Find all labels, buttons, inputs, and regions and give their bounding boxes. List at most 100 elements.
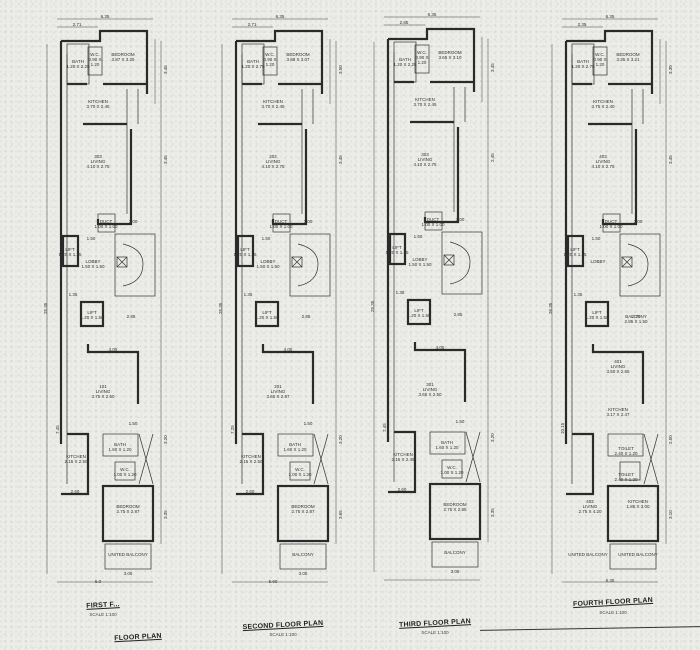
dim-v6: 3.35 <box>490 508 495 517</box>
dim-v4: 3.20 <box>490 433 495 442</box>
floor-plan-drawing <box>373 16 489 581</box>
dim-d10: 5.60 <box>268 579 278 584</box>
dim-d2: 1.50 <box>86 236 96 241</box>
dim-d4: 2.75 <box>631 314 641 319</box>
dim-v1: 3.45 <box>163 65 168 74</box>
dim-d9: 3.05 <box>298 571 308 576</box>
dim-d2: 1.50 <box>261 236 271 241</box>
dim-overall-height: 25.35 <box>370 300 375 312</box>
dim-d6: 1.50 <box>455 419 465 424</box>
plan-scale: SCALE 1:100 <box>89 612 117 617</box>
floor-plan-drawing <box>551 18 667 583</box>
dim-d1: 3.00 <box>633 219 643 224</box>
dim-v2: 3.45 <box>338 155 343 164</box>
dim-d7: 2.60 <box>245 489 255 494</box>
dim-d3: 1.35 <box>243 292 253 297</box>
dim-d4: 2.85 <box>126 314 136 319</box>
dim-sub-width: 2.71 <box>247 22 257 27</box>
dim-d3: 1.35 <box>395 290 405 295</box>
dim-sub-width: 2.71 <box>72 22 82 27</box>
dim-d7: 2.60 <box>397 487 407 492</box>
room-balcony: UNITED BALCONY <box>108 552 148 557</box>
room-wc-bottom: W.C.1.00 X 1.20 <box>440 465 464 475</box>
dim-d4: 2.85 <box>453 312 463 317</box>
dim-d5: 4.05 <box>283 347 293 352</box>
room-wc-bottom: W.C.1.00 X 1.20 <box>288 467 312 477</box>
dim-v4: 3.20 <box>163 435 168 444</box>
floor-plan-drawing <box>221 18 337 583</box>
dim-d1: 3.00 <box>455 217 465 222</box>
dim-d1: 3.00 <box>128 219 138 224</box>
dim-d9: 3.05 <box>450 569 460 574</box>
dim-d2: 1.50 <box>413 234 423 239</box>
dim-v3: 10.15 <box>560 422 565 434</box>
dim-v2: 2.45 <box>490 153 495 162</box>
plan-scale: SCALE 1:100 <box>269 632 297 637</box>
dim-bottom-width: 6.35 <box>605 578 615 583</box>
dim-d3: 1.35 <box>68 292 78 297</box>
plan-scale: SCALE 1:100 <box>421 630 449 635</box>
dim-d5: 4.05 <box>108 347 118 352</box>
dim-d2: 1.50 <box>591 236 601 241</box>
dim-top-width: 6.35 <box>427 12 437 17</box>
dim-v1: 3.50 <box>338 65 343 74</box>
dim-v4: 3.20 <box>338 435 343 444</box>
room-lobby: LOBBY <box>590 259 606 264</box>
dim-overall-height: 25.35 <box>218 302 223 314</box>
room-balcony: BALCONY <box>292 552 314 557</box>
room-balcony-right: UNITED BALCONY <box>618 552 658 557</box>
room-wc-bottom: W.C.1.00 X 1.20 <box>113 467 137 477</box>
dim-d4: 2.85 <box>301 314 311 319</box>
dim-overall-height: 26.35 <box>548 302 553 314</box>
dim-top-width: 6.35 <box>275 14 285 19</box>
dim-v1: 3.45 <box>490 63 495 72</box>
floor-plan-drawing <box>46 18 162 583</box>
dim-d6: 1.50 <box>128 421 138 426</box>
dim-v6: 3.65 <box>338 510 343 519</box>
